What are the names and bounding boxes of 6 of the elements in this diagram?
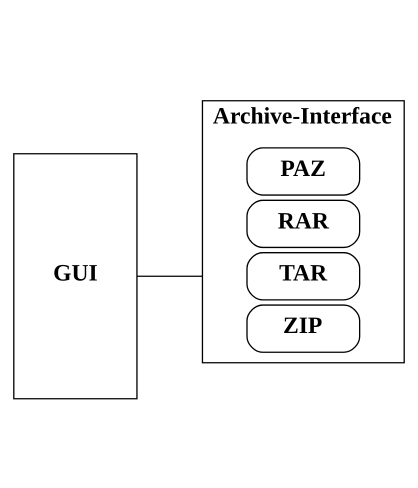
node-box: PAZ bbox=[246, 146, 360, 196]
node-box: RAR bbox=[246, 199, 360, 248]
node-box: GUI bbox=[13, 152, 138, 399]
node-box: ZIP bbox=[246, 304, 360, 352]
connector bbox=[137, 275, 202, 276]
node-box: TAR bbox=[246, 252, 360, 300]
